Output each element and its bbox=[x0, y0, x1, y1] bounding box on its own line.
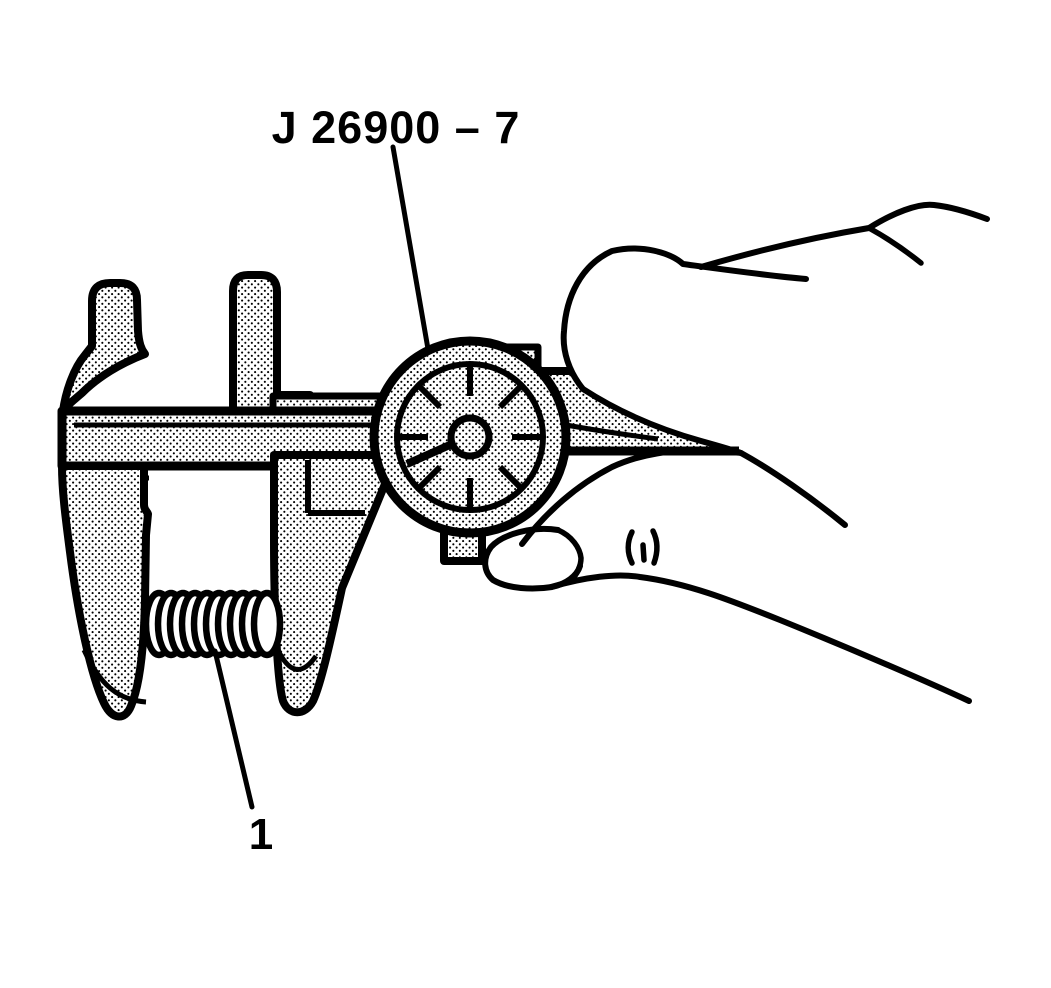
finger-crease-right bbox=[650, 528, 660, 566]
dial-gauge bbox=[369, 336, 571, 565]
upper-left-jaw bbox=[59, 279, 149, 415]
coil-spring bbox=[142, 589, 284, 659]
part-callout-label: 1 bbox=[249, 810, 273, 859]
upper-right-jaw bbox=[229, 271, 317, 416]
index-fingertip-outline bbox=[482, 526, 583, 592]
tool-callout-leader-line bbox=[390, 144, 431, 352]
caliper-tool bbox=[57, 271, 741, 721]
index-finger-upper-edge bbox=[519, 447, 744, 547]
dial-needle bbox=[405, 440, 454, 468]
dial-face-ring bbox=[394, 361, 546, 513]
thumb-web-edge bbox=[580, 386, 848, 528]
index-fingernail-line bbox=[555, 527, 584, 584]
index-finger-lower-edge bbox=[548, 572, 972, 704]
callouts: J 26900 – 7 1 bbox=[212, 102, 521, 859]
lower-left-leg bbox=[58, 462, 152, 721]
finger-crease-left bbox=[625, 529, 635, 566]
lower-left-jaw-face-arc bbox=[81, 648, 147, 705]
spring-coil bbox=[250, 589, 284, 659]
lower-right-jaw-face-arc bbox=[274, 646, 319, 672]
thumb-tip-outline bbox=[560, 245, 809, 392]
tool-callout-label: J 26900 – 7 bbox=[272, 102, 521, 153]
dial-hub bbox=[447, 414, 493, 460]
finger-crease-middle bbox=[640, 542, 647, 563]
hand-outline bbox=[482, 201, 990, 704]
part-callout-leader-line bbox=[212, 648, 255, 810]
dial-tick-marks bbox=[399, 366, 541, 508]
thumb-top-edge bbox=[698, 201, 990, 270]
thumb-knuckle-crease bbox=[866, 225, 924, 266]
